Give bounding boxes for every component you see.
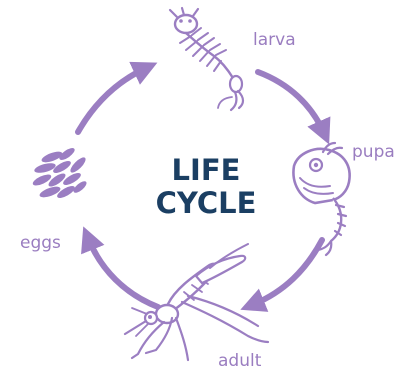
larva-icon	[170, 8, 243, 110]
stage-label-pupa: pupa	[352, 142, 395, 162]
center-title-line2: CYCLE	[156, 186, 257, 220]
arrow-adult-to-eggs	[88, 238, 158, 307]
stage-label-larva: larva	[253, 30, 296, 50]
arrow-eggs-to-larva	[78, 68, 146, 132]
stage-label-adult: adult	[218, 351, 262, 371]
stage-label-eggs: eggs	[20, 233, 61, 253]
center-title-line1: LIFE	[172, 153, 241, 187]
arrow-pupa-to-adult	[252, 240, 322, 305]
eggs-icon	[31, 146, 88, 200]
arrow-larva-to-pupa	[258, 72, 324, 133]
